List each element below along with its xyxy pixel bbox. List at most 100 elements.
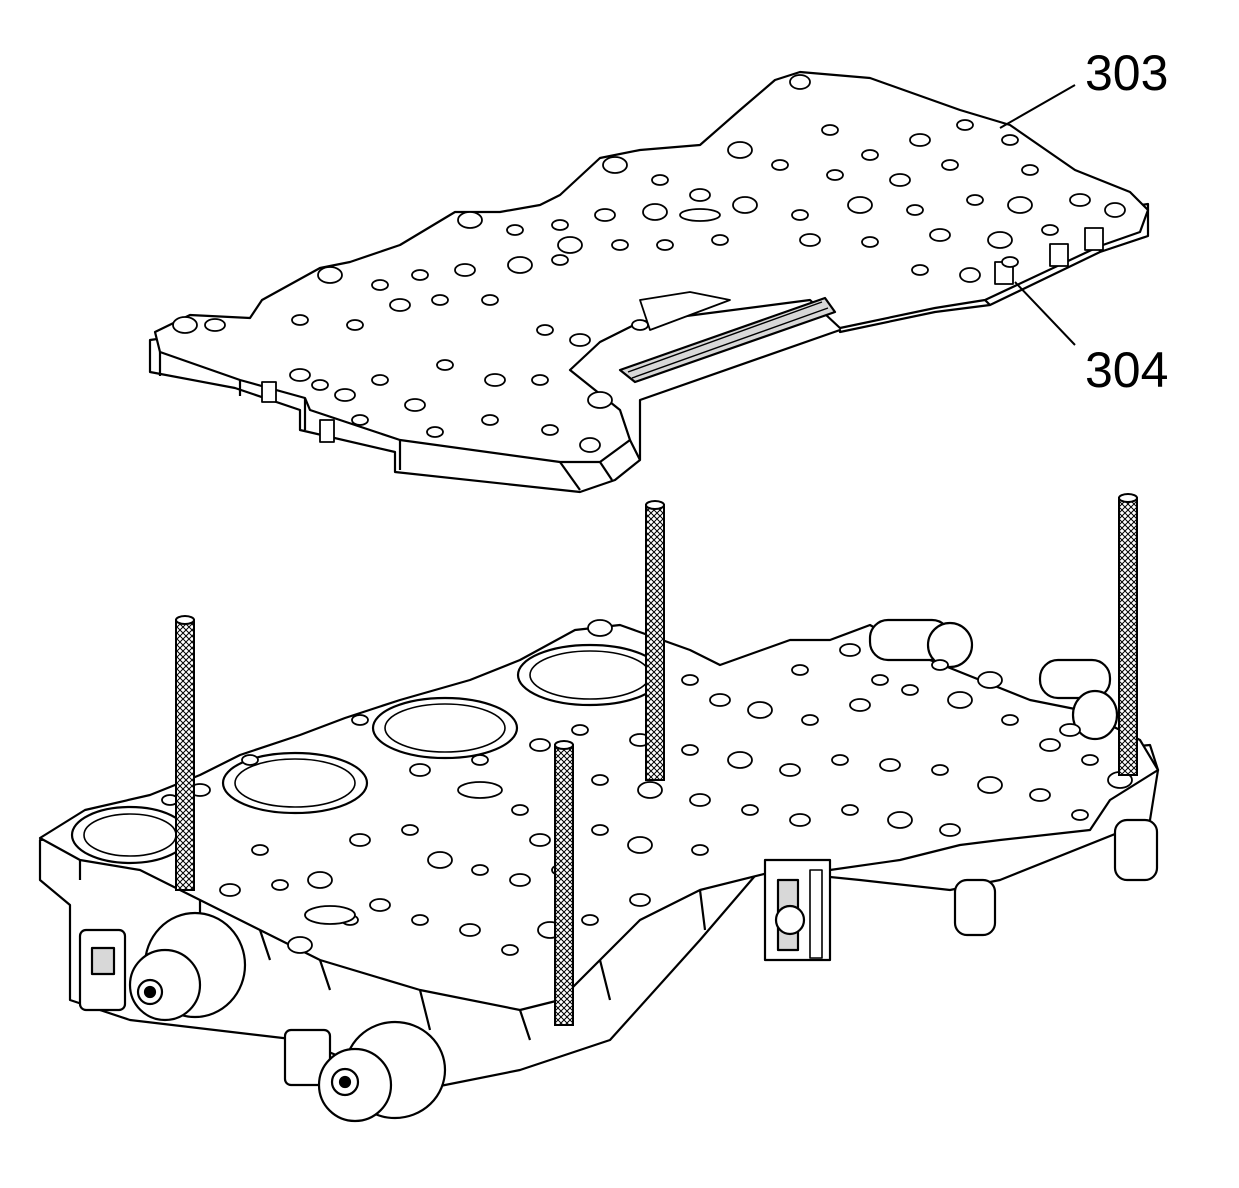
plate-hole: [426, 426, 444, 438]
plate-hole: [1007, 196, 1033, 214]
plate-hole: [1029, 788, 1051, 802]
plate-hole: [484, 373, 506, 387]
plate-hole: [459, 923, 481, 937]
valve-body-holes: [161, 619, 1133, 956]
plate-hole: [681, 674, 699, 686]
plate-hole: [241, 754, 259, 766]
plate-hole: [1071, 809, 1089, 821]
plate-hole: [304, 905, 356, 925]
plate-hole: [947, 691, 973, 709]
solenoid-center: [283, 1020, 447, 1123]
plate-hole: [987, 231, 1013, 249]
plate-hole: [1021, 164, 1039, 176]
plate-hole: [747, 701, 773, 719]
plate-hole: [689, 793, 711, 807]
plate-hole: [271, 879, 289, 891]
plate-hole: [594, 208, 616, 222]
plate-hole: [861, 236, 879, 248]
plate-hole: [471, 864, 489, 876]
plate-hole: [551, 254, 569, 266]
plate-hole: [1069, 193, 1091, 207]
plate-hole: [317, 266, 343, 284]
plate-hole: [251, 844, 269, 856]
plate-hole: [791, 664, 809, 676]
plate-hole: [911, 264, 929, 276]
plate-hole: [789, 74, 811, 90]
plate-hole: [931, 659, 949, 671]
plate-hole: [536, 324, 554, 336]
plate-hole: [691, 844, 709, 856]
plate-hole: [219, 883, 241, 897]
plate-hole: [879, 758, 901, 772]
spacer-plate-top: [153, 70, 1150, 464]
plate-hole: [411, 914, 429, 926]
plate-hole: [349, 833, 371, 847]
plate-hole: [977, 776, 1003, 794]
plate-hole: [602, 156, 628, 174]
plate-hole: [204, 318, 226, 332]
plate-hole: [929, 228, 951, 242]
plate-hole: [711, 234, 729, 246]
plate-hole: [826, 169, 844, 181]
plate-hole: [351, 414, 369, 426]
plate-hole: [346, 319, 364, 331]
stud-top: [554, 740, 574, 750]
plate-hole: [1001, 256, 1019, 268]
callout-leaders: [999, 84, 1076, 346]
plate-hole: [1104, 202, 1126, 218]
plate-hole: [906, 204, 924, 216]
alignment-studs: [175, 493, 1138, 1026]
spacer-plate: [148, 70, 1150, 494]
plate-hole: [529, 738, 551, 752]
plate-hole: [959, 267, 981, 283]
callout-303: 303: [1085, 45, 1169, 101]
plate-hole: [591, 774, 609, 786]
plate-hole: [1081, 754, 1099, 766]
plate-hole: [637, 781, 663, 799]
plate-hole: [966, 194, 984, 206]
plate-hole: [401, 824, 419, 836]
plate-hole: [481, 414, 499, 426]
plate-hole: [571, 724, 589, 736]
alignment-stud: [175, 619, 195, 891]
plate-hole: [789, 813, 811, 827]
plate-hole: [409, 763, 431, 777]
plate-hole: [727, 141, 753, 159]
plate-hole: [901, 684, 919, 696]
plate-hole: [371, 374, 389, 386]
plate-hole: [471, 754, 489, 766]
plate-hole: [727, 751, 753, 769]
plate-hole: [531, 374, 549, 386]
plate-hole: [389, 298, 411, 312]
plate-hole: [511, 804, 529, 816]
leader-304: [1014, 281, 1076, 346]
plate-hole: [956, 119, 974, 131]
plate-hole: [369, 898, 391, 912]
alignment-stud: [554, 744, 574, 1026]
leader-303: [999, 84, 1076, 129]
stud-top: [175, 615, 195, 625]
plate-hole: [436, 359, 454, 371]
plate-hole: [732, 196, 758, 214]
plate-hole: [801, 714, 819, 726]
solenoid-right: [868, 618, 1119, 741]
plate-hole: [709, 693, 731, 707]
plate-hole: [427, 851, 453, 869]
plate-hole: [579, 437, 601, 453]
plate-hole: [351, 714, 369, 726]
plate-hole: [311, 379, 329, 391]
plate-hole: [791, 209, 809, 221]
valve-body: [38, 618, 1160, 1123]
plate-hole: [889, 173, 911, 187]
plate-hole: [1041, 224, 1059, 236]
stud-top: [1118, 493, 1138, 503]
plate-hole: [887, 811, 913, 829]
plate-hole: [501, 944, 519, 956]
plate-hole: [334, 388, 356, 402]
plate-hole: [771, 159, 789, 171]
plate-hole: [799, 233, 821, 247]
plate-hole: [587, 391, 613, 409]
plate-hole: [529, 833, 551, 847]
